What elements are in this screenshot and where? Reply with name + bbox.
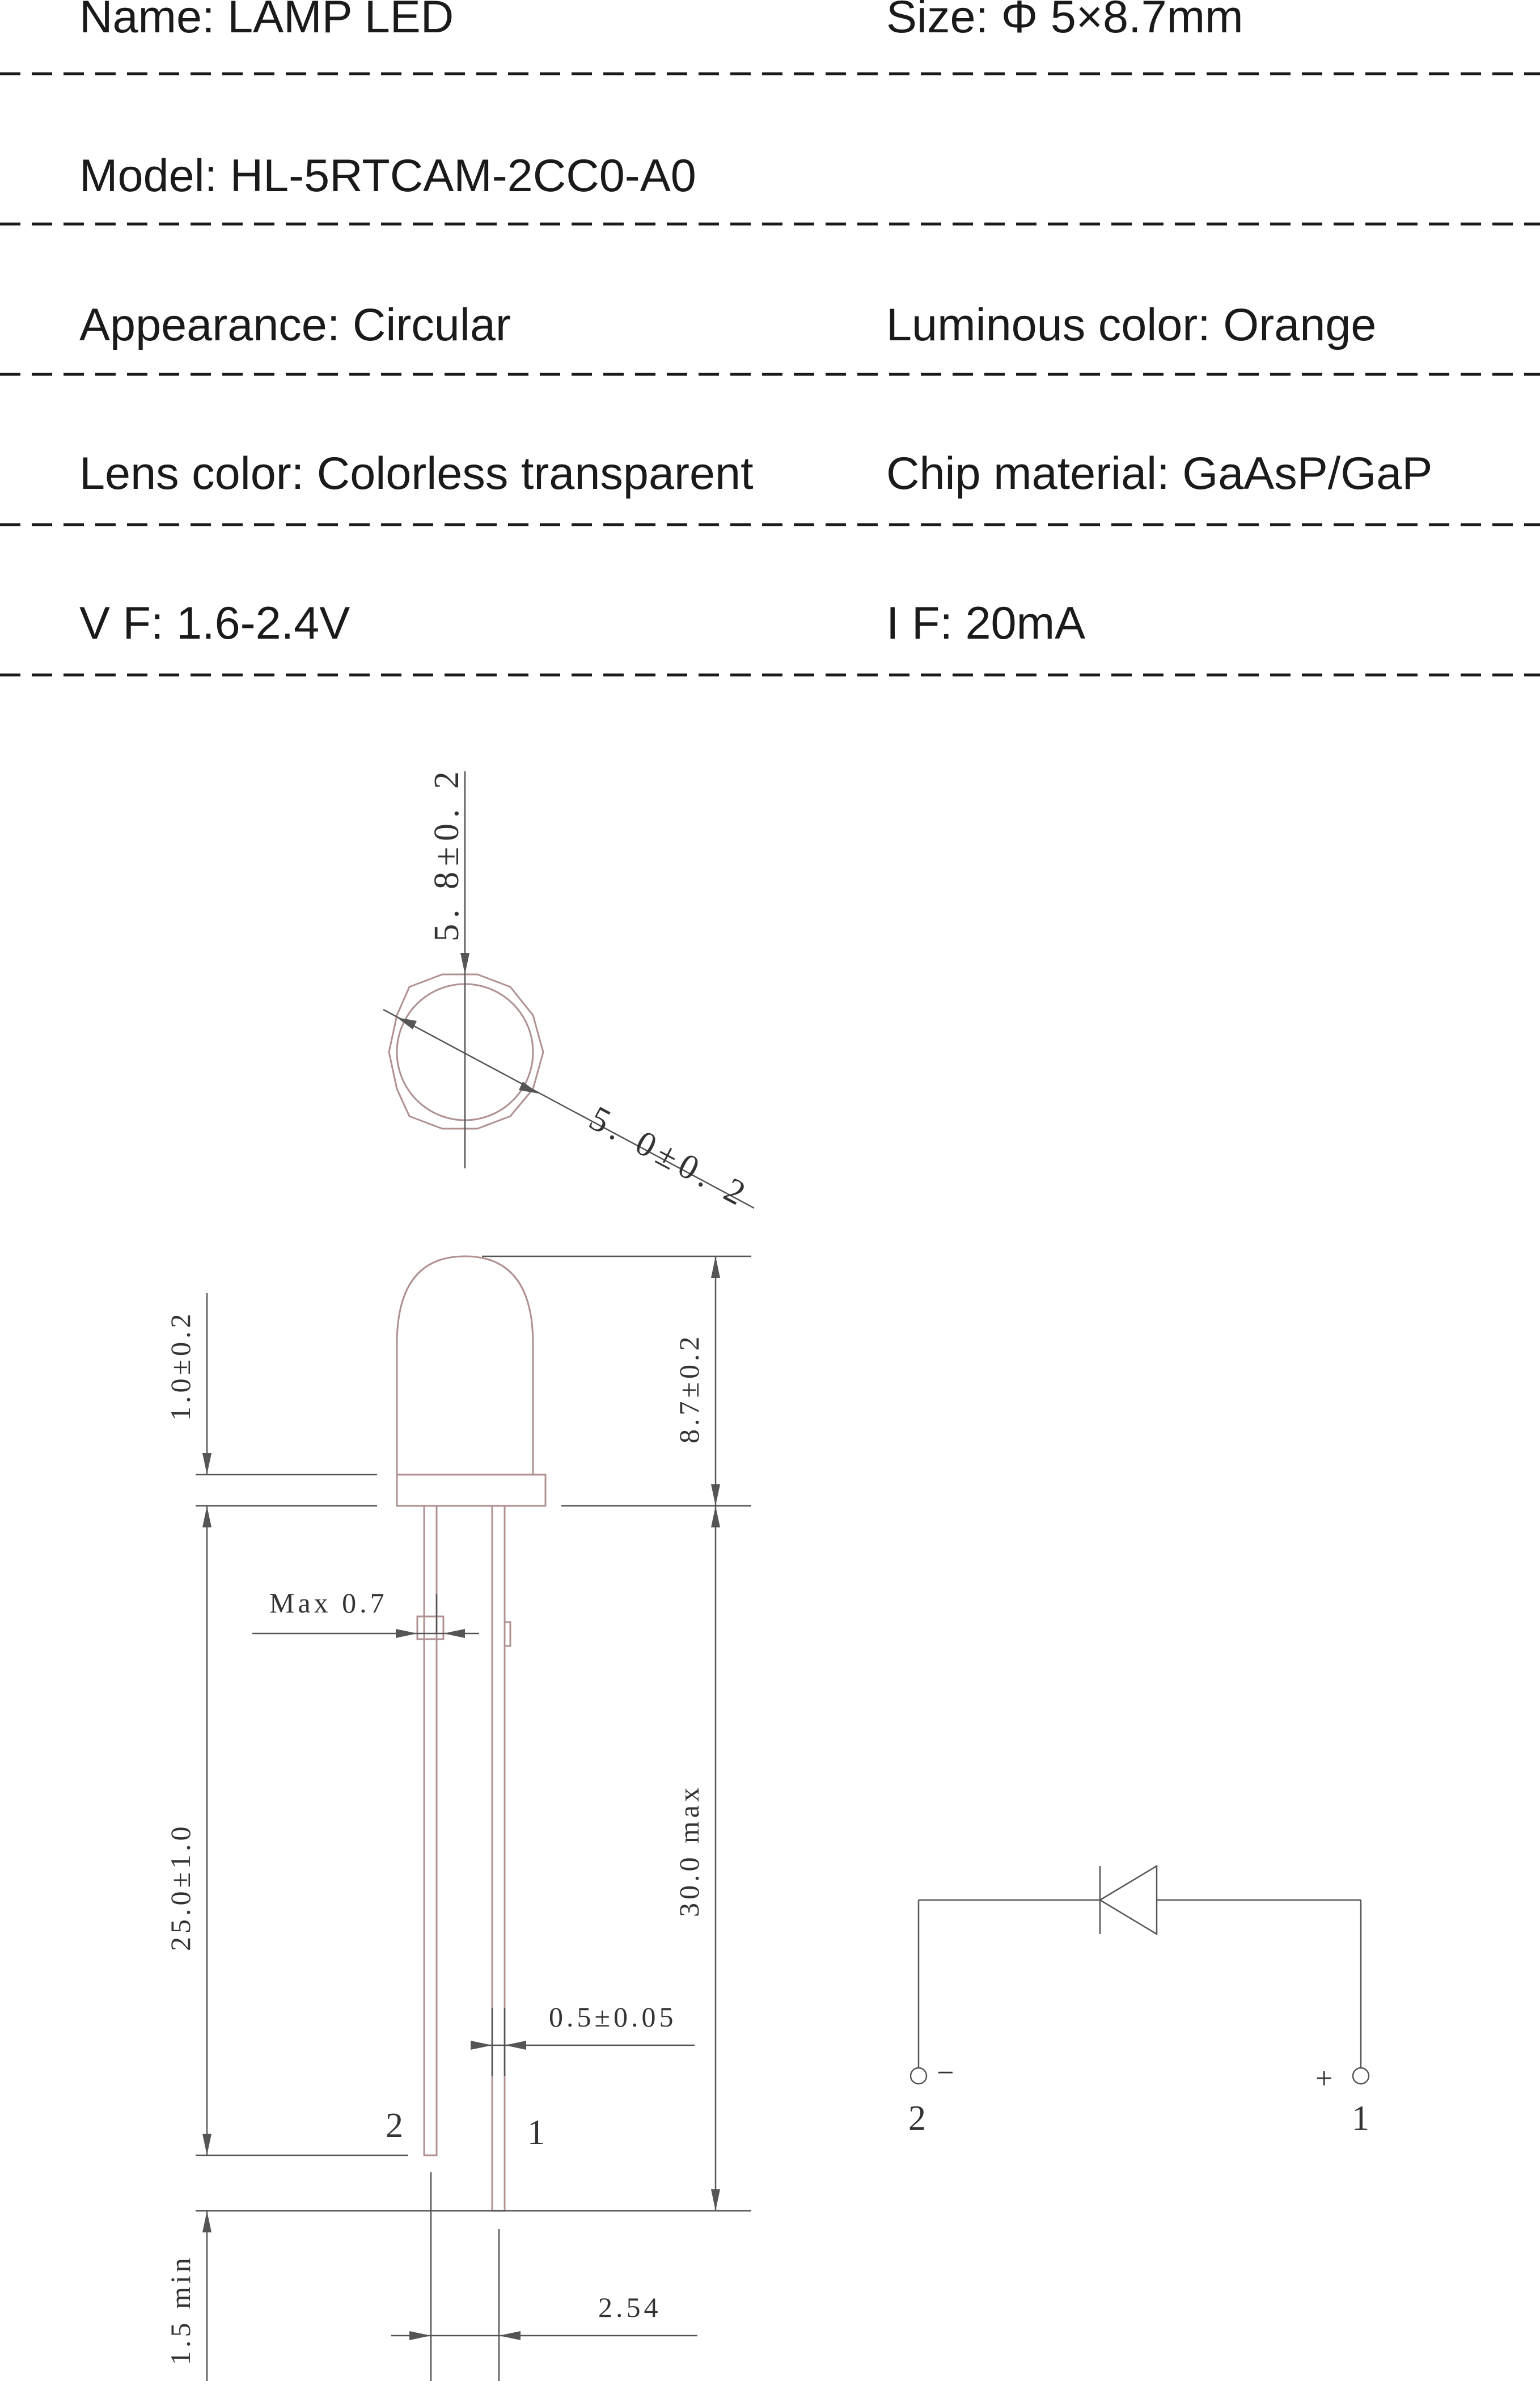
lead-cathode-kink [416, 1615, 445, 1640]
plus-sign: + [1315, 2061, 1332, 2095]
dim-lead-width-arrow-right [505, 2041, 526, 2050]
spec-table: Name: LAMP LED Size: Φ 5×8.7mm Model: HL… [0, 0, 1540, 677]
dim-lead-width-arrow-left [471, 2041, 492, 2050]
dim-flange-arrow-top [202, 1453, 211, 1475]
dim-flange-arrow-bottom [202, 1506, 211, 1527]
pitch-label: 2.54 [598, 2291, 662, 2323]
lead-max-label: Max 0.7 [269, 1587, 388, 1619]
spec-if: I F: 20mA [886, 598, 1085, 649]
spec-chip-material: Chip material: GaAsP/GaP [886, 448, 1432, 499]
lead-width-label: 0.5±0.05 [549, 2001, 676, 2033]
side-view: 1.0±0.2 25.0±1.0 1.5 min 8.7±0.2 30.0 ma… [164, 1255, 751, 2381]
lead-length-label: 25.0±1.0 [164, 1823, 196, 1951]
dim-total-arrow-top [711, 1506, 720, 1527]
spec-lens-color: Lens color: Colorless transparent [79, 448, 754, 499]
top-view-flange [388, 973, 544, 1130]
led-dome [396, 1255, 534, 1475]
led-flange [396, 1474, 547, 1507]
diameter-dimension-label: 5. 0±0. 2 [583, 1099, 756, 1215]
top-view: 5. 8±0. 2 5. 0±0. 2 [383, 766, 756, 1215]
diode-triangle [1098, 1864, 1158, 1936]
lead-anode-kink [504, 1621, 511, 1647]
diode-schematic: − + 2 1 [908, 1864, 1370, 2138]
terminal-left [909, 2067, 928, 2085]
diameter-arrow-left [397, 1018, 417, 1029]
lead-cathode [423, 1505, 438, 2156]
dim-pitch-arrow-right [499, 2331, 521, 2340]
offset-min-label: 1.5 min [164, 2255, 196, 2365]
dim-lead-arrow-bottom [202, 2134, 211, 2155]
schematic-pin-1: 1 [1352, 2099, 1369, 2138]
diameter-line [383, 1008, 755, 1209]
flange-height-label: 1.0±0.2 [164, 1311, 196, 1421]
schematic-pin-2: 2 [908, 2099, 926, 2138]
terminal-right [1352, 2067, 1370, 2085]
pin-label-1: 1 [527, 2113, 545, 2152]
spec-model: Model: HL-5RTCAM-2CC0-A0 [79, 150, 696, 201]
dim-lead-max-arrow-left [396, 1629, 417, 1638]
flange-dimension-label: 5. 8±0. 2 [428, 766, 466, 942]
top-view-arrow [460, 953, 469, 974]
spec-appearance: Appearance: Circular [79, 299, 511, 351]
diameter-arrow-right [519, 1082, 539, 1094]
dim-total-arrow-bottom [711, 2189, 720, 2211]
dim-offset-arrow [202, 2211, 211, 2232]
spec-vf: V F: 1.6-2.4V [79, 598, 350, 649]
spec-name: Name: LAMP LED [79, 0, 454, 43]
dim-lead-max-arrow-right [443, 1629, 465, 1638]
body-height-label: 8.7±0.2 [673, 1333, 705, 1443]
spec-size: Size: Φ 5×8.7mm [886, 0, 1243, 43]
dim-pitch-arrow-left [409, 2331, 431, 2340]
total-length-label: 30.0 max [673, 1784, 705, 1917]
spec-luminous-color: Luminous color: Orange [886, 299, 1376, 351]
pin-label-2: 2 [386, 2106, 403, 2145]
dim-body-arrow-bottom [711, 1484, 720, 1506]
lead-anode [491, 1505, 506, 2212]
minus-sign: − [937, 2055, 954, 2089]
dim-body-arrow-top [711, 1256, 720, 1278]
